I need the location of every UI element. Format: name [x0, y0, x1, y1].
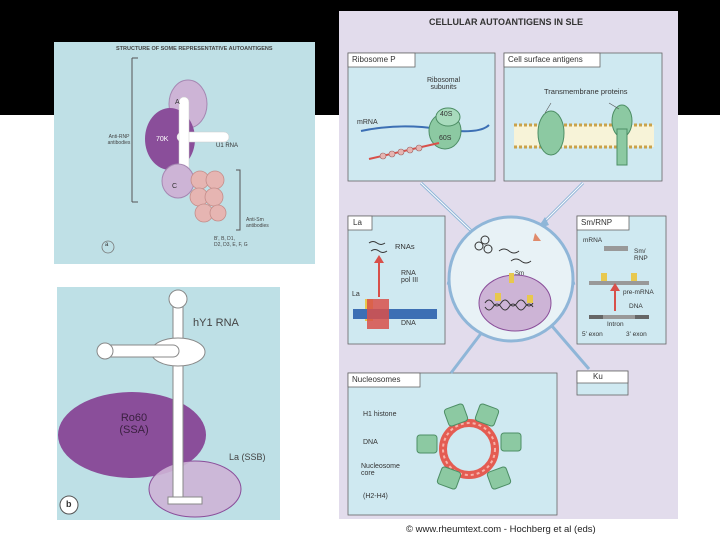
label-antism: Anti-Sm antibodies: [246, 217, 269, 229]
smrnp-3exon: 3' exon: [626, 331, 647, 338]
nucleosomes-title: Nucleosomes: [352, 375, 401, 384]
label-hy1-rna: hY1 RNA: [193, 317, 239, 329]
la-rnas: RNAs: [395, 242, 415, 251]
la-blob: [148, 460, 242, 518]
label-a: A: [175, 99, 180, 106]
ribosome-60s: 60S: [439, 135, 452, 142]
ribosome-40s: 40S: [440, 111, 453, 118]
nucleosomes-box: [347, 372, 558, 516]
ribosome-subunits-label: Ribosomal subunits: [427, 77, 461, 91]
la-box: [347, 215, 446, 345]
la-dna: DNA: [401, 320, 416, 327]
panel-c-diagram: [347, 52, 667, 516]
label-sm-proteins: B', B, D1, D2, D3, E, F, G: [214, 236, 248, 248]
smrnp-intron: Intron: [607, 321, 624, 328]
panel-c-title: CELLULAR AUTOANTIGENS IN SLE: [429, 17, 584, 27]
ribosome-box: [347, 52, 496, 182]
protein-c-blob: [161, 163, 195, 199]
la-label: La: [352, 291, 360, 298]
cell-surface-title: Cell surface antigens: [508, 55, 583, 64]
nucleus: [478, 274, 552, 332]
panel-a-diagram: [101, 57, 241, 254]
ribosome-title: Ribosome P: [352, 55, 396, 64]
panel-b-diagram: [58, 289, 242, 518]
label-70k: 70K: [156, 136, 169, 143]
smrnp-box: [576, 215, 667, 345]
smrnp-title: Sm/RNP: [581, 218, 613, 227]
smrnp-premrna: pre-mRNA: [623, 289, 654, 296]
label-la-ssb: La (SSB): [229, 452, 266, 462]
smrnp-dna: DNA: [629, 303, 643, 310]
nucleosome-core: Nucleosome core: [361, 463, 400, 477]
smrnp-sm: Sm/ RNP: [634, 248, 648, 262]
la-title: La: [353, 218, 362, 227]
center-sm-label: Sm: [515, 271, 524, 277]
panel-b-letter: b: [66, 499, 72, 509]
panel-a-letter: a: [105, 242, 109, 248]
label-antirnp: Anti-RNP antibodies: [107, 134, 131, 146]
cell-surface-box: [503, 52, 663, 182]
label-u1rna: U1 RNA: [216, 143, 239, 149]
label-c: C: [172, 183, 178, 190]
copyright-credit: © www.rheumtext.com - Hochberg et al (ed…: [406, 524, 596, 535]
panel-b-ro-la-complex: hY1 RNA Ro60 (SSA) La (SSB) b: [57, 287, 280, 520]
panel-a-title: STRUCTURE OF SOME REPRESENTATIVE AUTOANT…: [116, 46, 273, 52]
panel-a-autoantigen-structure: STRUCTURE OF SOME REPRESENTATIVE AUTOANT…: [54, 42, 315, 264]
transmembrane-label: Transmembrane proteins: [544, 87, 628, 96]
nucleosome-h1: H1 histone: [363, 411, 397, 418]
la-rna-pol: RNA pol III: [401, 270, 419, 284]
ribosome-mrna: mRNA: [357, 119, 378, 126]
nucleosome-h2h4: (H2-H4): [363, 493, 388, 500]
label-ro60: Ro60 (SSA): [119, 412, 149, 436]
ku-title: Ku: [593, 372, 603, 381]
smrnp-mrna: mRNA: [583, 237, 603, 244]
nucleosome-dna: DNA: [363, 439, 378, 446]
hy1-rna-stem: [172, 292, 184, 504]
ro60-blob: [58, 392, 206, 478]
smrnp-5exon: 5' exon: [582, 331, 603, 338]
panel-c-cellular-autoantigens: CELLULAR AUTOANTIGENS IN SLE Ribosome P …: [339, 11, 678, 519]
